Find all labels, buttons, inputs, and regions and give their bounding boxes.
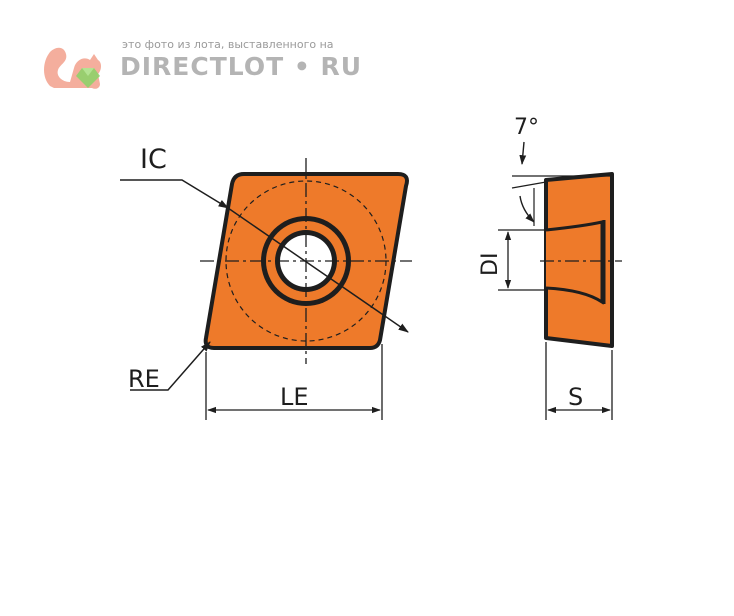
le-label: LE (280, 383, 309, 411)
re-leader-line (130, 341, 211, 391)
angle-label: 7° (514, 115, 539, 140)
angle-arc (519, 141, 527, 165)
ic-label: IC (140, 144, 167, 175)
watermark-caption: это фото из лота, выставленного на (122, 38, 334, 51)
side-hole-section (545, 220, 604, 305)
ic-leader-line (120, 179, 229, 209)
s-label: S (568, 383, 583, 411)
watermark-brand: DIRECTLOT • RU (120, 52, 363, 81)
re-label: RE (128, 365, 160, 393)
squirrel-logo-icon (44, 47, 101, 89)
ic-dimension-line (227, 207, 409, 333)
di-label: DI (478, 253, 503, 276)
angle-arc-lower (519, 195, 535, 223)
angle-flank-line (511, 181, 547, 189)
